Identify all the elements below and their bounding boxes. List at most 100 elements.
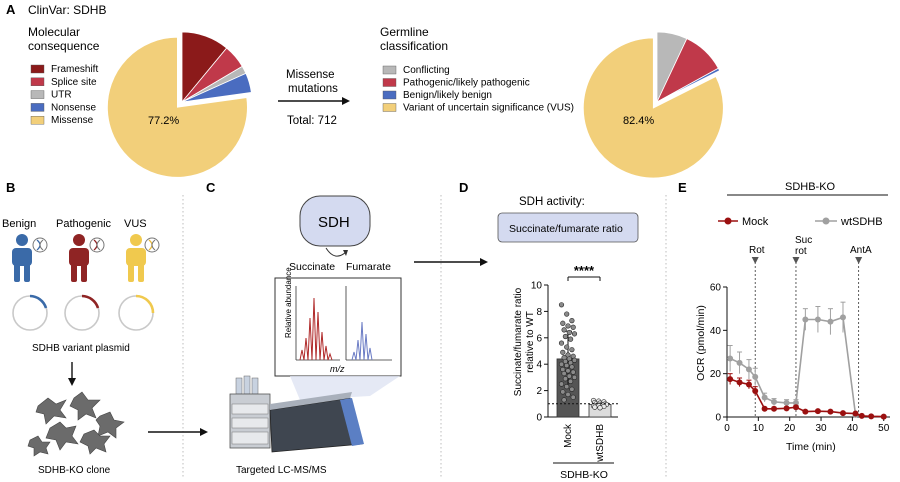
- clone-label: SDHB-KO clone: [38, 465, 111, 476]
- data-point: [565, 391, 571, 398]
- panel-c-letter: C: [206, 180, 216, 195]
- data-point-wtsdhb: [771, 398, 778, 405]
- data-point: [570, 394, 576, 400]
- legend-marker-mock: [724, 217, 732, 225]
- succinate-peaks: [299, 297, 333, 361]
- arrow-text-line1: Missense: [286, 69, 335, 81]
- arrow-down-icon: [68, 362, 76, 386]
- data-point-mock: [727, 376, 734, 383]
- legend-swatch: [382, 90, 397, 100]
- data-point: [561, 327, 567, 333]
- x-tick-label: 20: [784, 423, 796, 434]
- data-point-mock: [852, 410, 859, 417]
- data-point: [566, 329, 572, 336]
- data-point: [570, 369, 576, 375]
- data-point: [571, 374, 578, 381]
- legend-label: Nonsense: [51, 102, 96, 113]
- legend-swatch: [382, 65, 397, 75]
- legend-marker-wtsdhb: [822, 217, 830, 225]
- data-point: [558, 381, 565, 387]
- ms-ylabel: Relative abundance: [284, 267, 293, 338]
- data-point: [569, 386, 575, 392]
- injection-label-anta: AntA: [850, 245, 872, 256]
- data-point-mock: [880, 413, 887, 420]
- data-point: [561, 397, 567, 403]
- y-tick-label: 0: [715, 413, 721, 424]
- data-point: [569, 347, 575, 353]
- x-tick-label: 40: [847, 423, 859, 434]
- data-point-mock: [839, 410, 846, 417]
- x-tick-label: 50: [878, 423, 890, 434]
- data-point: [560, 389, 566, 395]
- panel-e-title: SDHB-KO: [785, 181, 836, 193]
- ms-xlabel: m/z: [330, 364, 345, 374]
- data-point: [558, 302, 565, 308]
- pie-slice-benign-likely-benign: [656, 67, 721, 103]
- data-point: [562, 376, 569, 382]
- legend-swatch: [30, 90, 45, 99]
- panel-d-letter: D: [459, 180, 468, 195]
- injection-label-rot2: rot: [795, 246, 807, 257]
- legend-label: Benign/likely benign: [403, 90, 492, 101]
- ratio-box-label: Succinate/fumarate ratio: [509, 223, 623, 235]
- y-tick-label: 6: [536, 333, 542, 344]
- y-tick-label: 8: [536, 307, 542, 318]
- pie2-data-label: 82.4%: [623, 115, 654, 127]
- data-point-wtsdhb: [839, 314, 846, 321]
- panel-b-letter: B: [6, 180, 15, 195]
- cells-icon: [27, 391, 125, 457]
- legend-swatch: [30, 103, 45, 112]
- y-tick-label: 60: [710, 283, 722, 294]
- injection-marker-icon: [792, 257, 800, 264]
- injection-label-suc: Suc: [795, 235, 812, 246]
- data-point-mock: [752, 388, 759, 394]
- legend-swatch: [30, 115, 45, 125]
- legend-label: Frameshift: [51, 64, 98, 75]
- data-point-wtsdhb: [736, 359, 743, 366]
- data-point-wtsdhb: [752, 373, 759, 380]
- data-point-mock: [802, 408, 809, 415]
- data-point: [571, 357, 578, 363]
- data-point: [565, 368, 571, 374]
- substrate-label: Succinate: [289, 261, 335, 273]
- data-point-wtsdhb: [792, 399, 799, 406]
- dna-icon: [32, 237, 48, 253]
- legend-label: UTR: [51, 90, 72, 101]
- x-tick-label: Mock: [563, 423, 574, 448]
- data-point-wtsdhb: [745, 366, 752, 373]
- data-point: [571, 331, 578, 337]
- data-point: [562, 333, 569, 340]
- pie2-title-line2: classification: [380, 39, 448, 53]
- person-label-vus: VUS: [124, 218, 147, 230]
- panel-d-ylabel-line2: relative to WT: [525, 311, 536, 373]
- arrow-right-icon: [148, 428, 208, 436]
- data-point: [566, 373, 572, 379]
- sdh-enzyme-box: [299, 195, 371, 247]
- injection-marker-icon: [855, 257, 863, 264]
- legend-label: Variant of uncertain significance (VUS): [403, 103, 574, 114]
- data-point-wtsdhb: [783, 399, 790, 406]
- y-tick-label: 2: [536, 386, 542, 397]
- arrow-text-line2: mutations: [288, 83, 338, 95]
- ms-projection: [290, 376, 400, 400]
- panel-e-ylabel: OCR (pmol/min): [695, 305, 707, 381]
- data-point-wtsdhb: [802, 316, 809, 323]
- data-point-mock: [868, 413, 875, 420]
- data-point: [560, 349, 566, 355]
- person-vus-icon: [126, 234, 146, 282]
- reaction-arrow-icon: [325, 247, 347, 257]
- x-tick-label: 0: [724, 423, 730, 434]
- data-point-wtsdhb: [727, 355, 734, 362]
- injection-label-rot: Rot: [749, 245, 765, 256]
- pie1-data-label: 77.2%: [148, 115, 179, 127]
- data-point: [558, 361, 565, 367]
- legend-swatch: [382, 78, 397, 87]
- dna-icon: [89, 237, 105, 253]
- y-tick-label: 0: [536, 413, 542, 424]
- data-point: [558, 340, 565, 346]
- lc-ms-instrument-icon: [229, 375, 364, 453]
- pie1-title-line1: Molecular: [28, 25, 80, 39]
- legend-wtsdhb-label: wtSDHB: [840, 216, 883, 228]
